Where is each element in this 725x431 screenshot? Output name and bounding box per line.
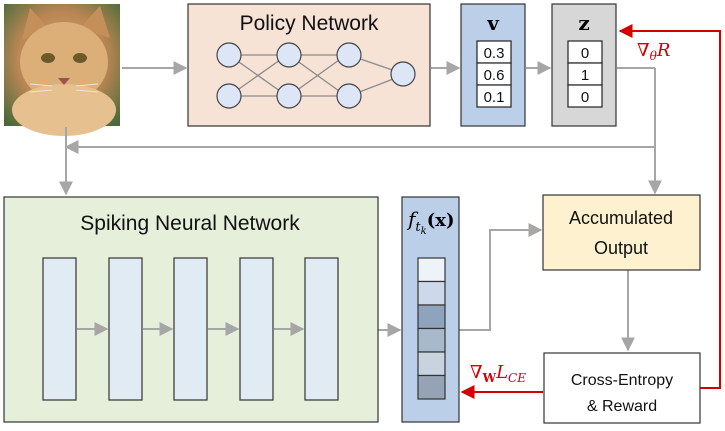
snn-layer (173, 257, 208, 401)
neuron (390, 61, 416, 87)
z-label: z (578, 11, 589, 35)
grad-theta-label: ∇θR (637, 40, 670, 63)
loss-line1: Cross-Entropy (571, 372, 673, 389)
red-arrows (460, 24, 721, 399)
feature-cell (417, 304, 446, 330)
accumulated-output-box (542, 194, 701, 271)
policy-network-title: Policy Network (240, 12, 379, 35)
arrow-grad-theta (618, 24, 721, 389)
snn-layer (108, 257, 143, 401)
accumulated-line1: Accumulated (569, 208, 673, 228)
v-value: 0.1 (484, 89, 505, 106)
neuron (216, 83, 242, 109)
feature-cells (417, 257, 446, 400)
accumulated-line2: Output (594, 238, 648, 258)
loss-box (543, 352, 701, 424)
z-cells (567, 40, 603, 108)
v-cells (476, 40, 512, 108)
gray-arrows (59, 61, 662, 352)
feature-cell (417, 280, 446, 306)
grad-w-label: ∇WLCE (470, 362, 526, 385)
arrow-feature-to-accumulated (459, 223, 543, 331)
cat-image (4, 4, 120, 136)
z-value: 1 (581, 67, 589, 84)
neuron (336, 42, 362, 68)
policy-neurons (216, 42, 416, 109)
loss-line2: & Reward (587, 398, 657, 415)
snn-layers (42, 257, 339, 401)
z-value: 0 (581, 89, 589, 106)
feature-cell (417, 327, 446, 353)
feature-cell (417, 374, 446, 400)
v-label: v (486, 11, 500, 35)
neuron (336, 83, 362, 109)
neuron (276, 83, 302, 109)
snn-layer (304, 257, 339, 401)
v-value: 0.3 (484, 45, 505, 62)
v-value: 0.6 (484, 67, 505, 84)
snn-title: Spiking Neural Network (80, 212, 300, 235)
snn-layer (42, 257, 77, 401)
neuron (276, 42, 302, 68)
snn-layer (239, 257, 274, 401)
neuron (216, 42, 242, 68)
z-value: 0 (581, 45, 589, 62)
feature-cell (417, 257, 446, 283)
feature-cell (417, 351, 446, 377)
